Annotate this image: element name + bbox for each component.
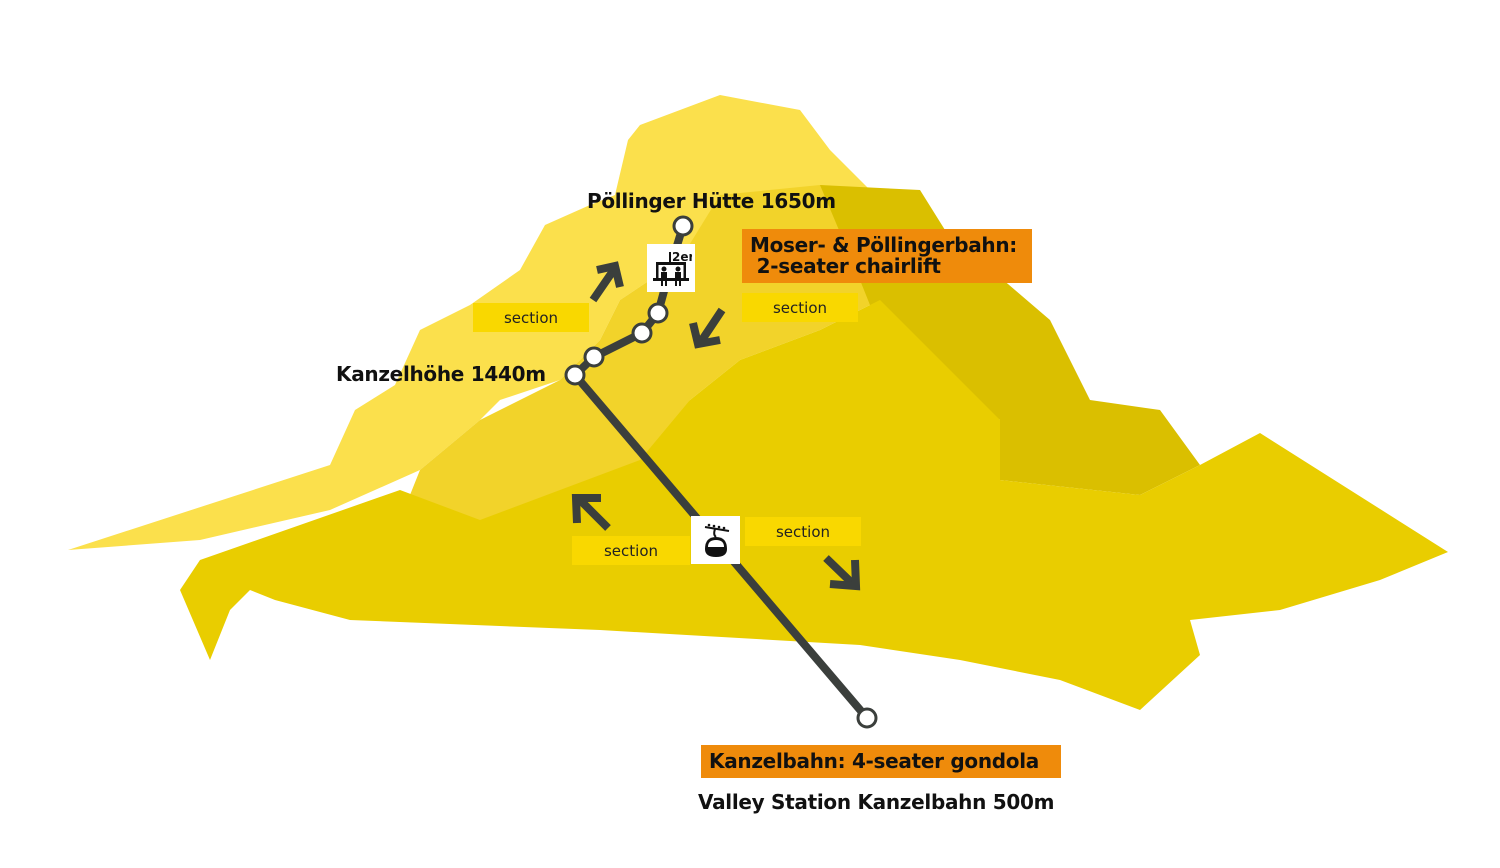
station-valley[interactable] [856,707,878,729]
section-tag-down-left[interactable]: section [742,293,858,322]
arrow-down-right-icon [823,555,861,591]
station-poellinger-huette[interactable] [672,215,694,237]
station-label-valley: Valley Station Kanzelbahn 500m [698,790,1055,814]
lift-tag-gondola: Kanzelbahn: 4-seater gondola [701,745,1061,778]
station-label-kanzelhoehe: Kanzelhöhe 1440m [336,362,546,386]
lift-tag-chairlift: Moser- & Pöllingerbahn: 2-seater chairli… [742,229,1032,283]
section-tag-down-right[interactable]: section [745,517,861,546]
section-tag-up-left[interactable]: section [572,536,690,565]
station-chairlift-mid-2[interactable] [631,322,653,344]
arrow-up-left-icon [571,494,611,531]
chairlift-capacity-text: 2er [672,250,692,264]
section-label: section [503,308,559,327]
front-mountain-shape [180,300,1448,710]
section-label: section [603,541,659,560]
station-label-poellinger-huette: Pöllinger Hütte 1650m [587,189,836,213]
gondola-glyph-icon [704,523,729,557]
section-label: section [775,522,831,541]
arrow-up-right-icon [589,261,624,303]
gondola-icon[interactable] [691,516,740,564]
station-kanzelhoehe[interactable] [564,364,586,386]
section-tag-up-right[interactable]: section [473,303,589,332]
arrow-down-left-icon [689,307,726,349]
chairlift-icon[interactable]: 2er [647,244,695,292]
station-chairlift-mid-1[interactable] [647,302,669,324]
section-label: section [772,298,828,317]
chairlift-glyph-icon: 2er [653,250,692,286]
station-chairlift-base[interactable] [583,346,605,368]
